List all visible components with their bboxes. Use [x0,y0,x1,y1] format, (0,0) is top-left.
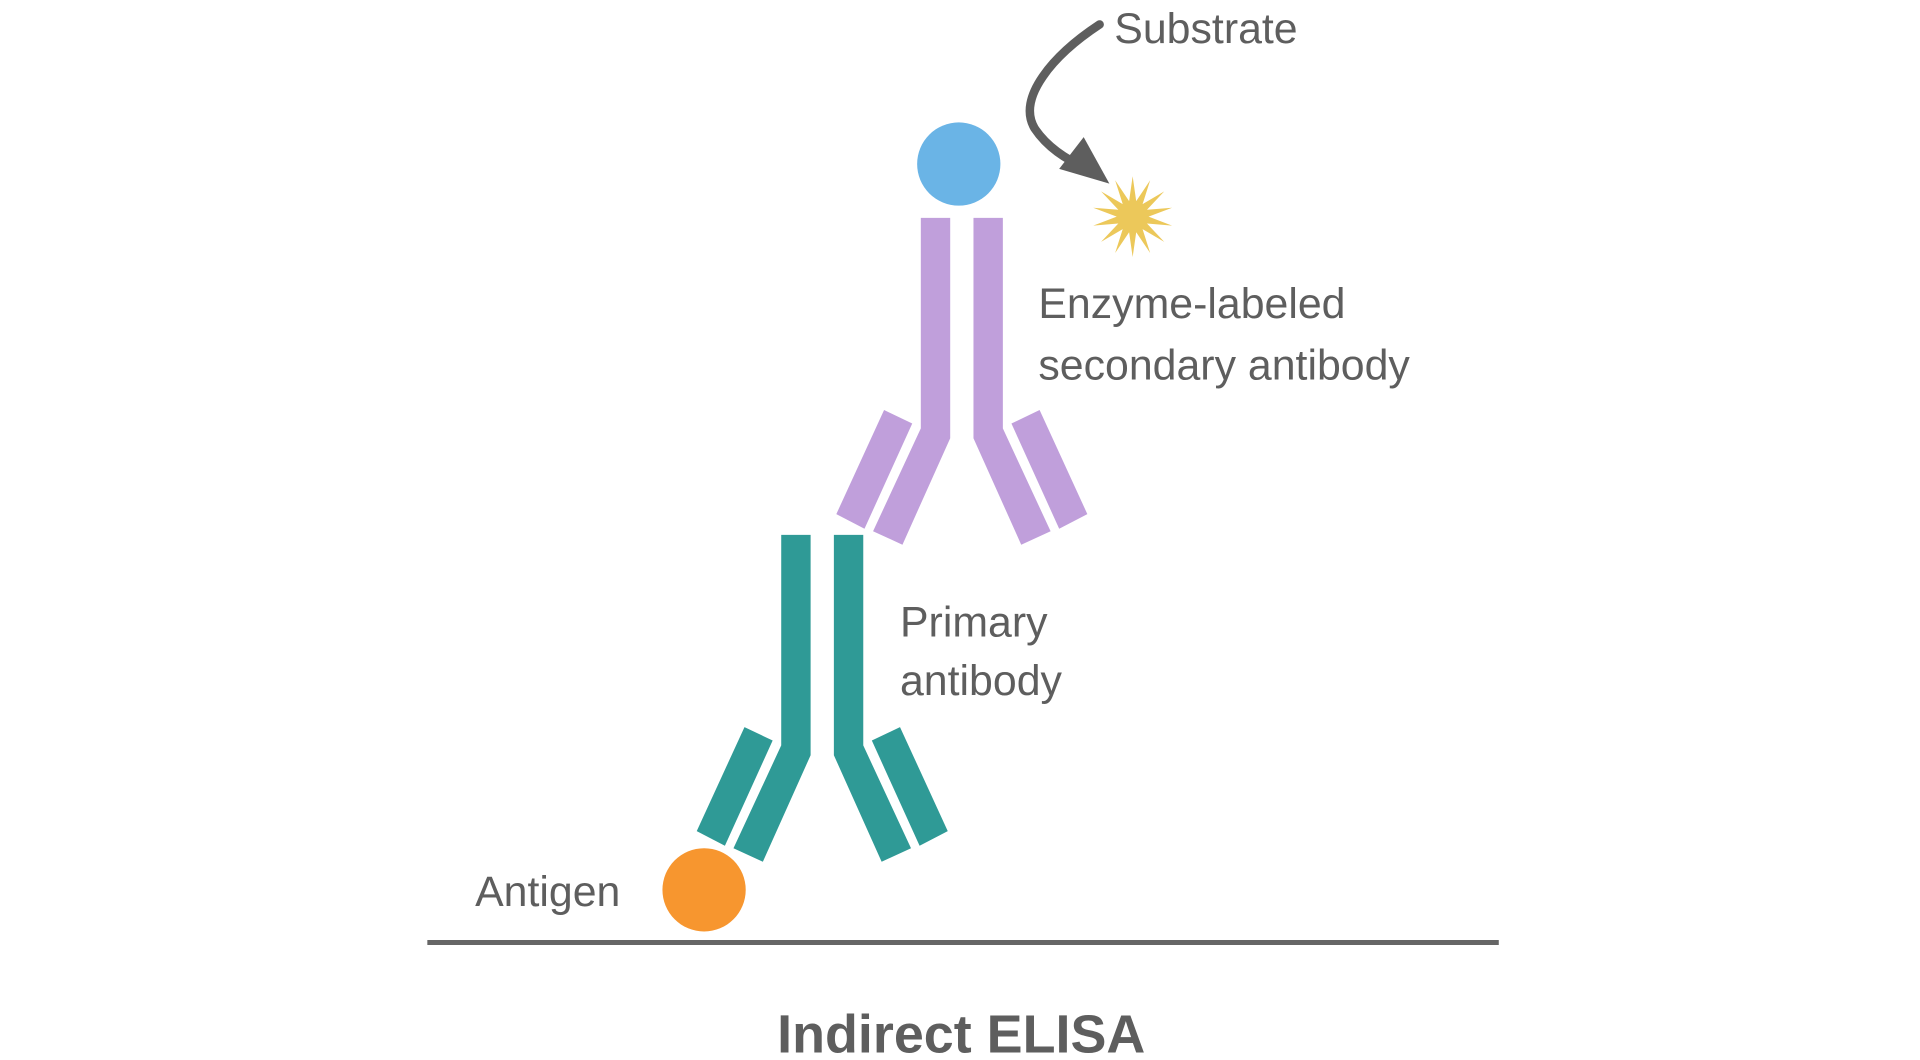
enzyme-circle [917,122,1001,206]
substrate-arrowhead [1059,137,1110,184]
substrate-arrow [1025,20,1104,174]
antigen-circle [662,848,746,932]
secondary-antibody-label-line1: Enzyme-labeled [1038,280,1345,328]
diagram-title: Indirect ELISA [777,1005,1145,1060]
substrate-label: Substrate [1114,5,1297,53]
antigen-label: Antigen [475,868,620,916]
substrate-star-icon [1093,176,1173,258]
primary-antibody-label-line1: Primary [900,598,1048,646]
primary-antibody-label-line2: antibody [900,657,1063,705]
secondary-antibody-label-line2: secondary antibody [1038,341,1410,389]
